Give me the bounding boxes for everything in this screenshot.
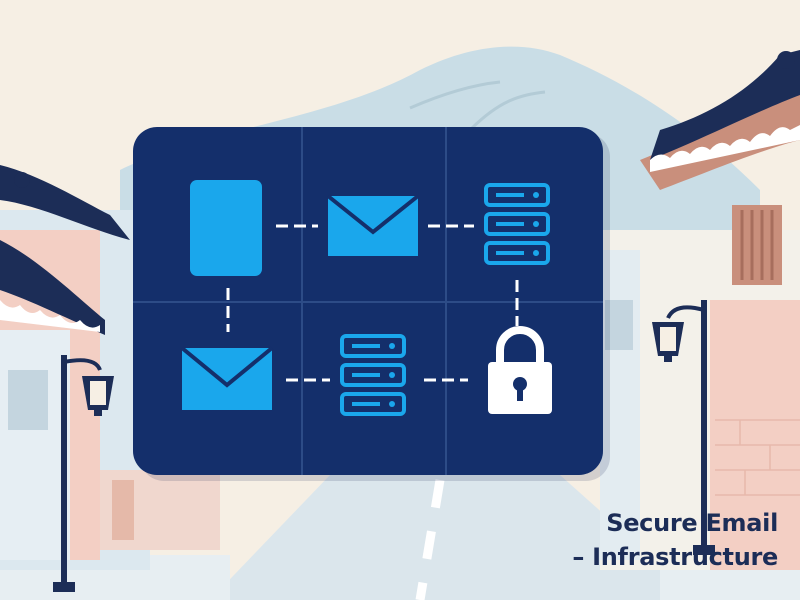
mountain-ridge [468,90,546,132]
server-icon [484,183,550,265]
left-building-front [0,330,70,560]
caption: Secure Email – Infrastructure [528,506,778,574]
padlock-icon [488,326,552,414]
envelope-icon [180,346,274,410]
left-roof-tiles [0,300,100,332]
right-window [605,300,633,350]
connector-lines [226,224,519,382]
left-roof-upper [0,165,130,240]
right-window-bars [740,210,774,280]
mountain-ridge [409,80,501,110]
panel-grid [133,127,603,475]
envelope-icon [326,194,420,256]
left-roof-ornament [14,172,30,188]
brick-wall [715,419,800,496]
server-icon [340,334,406,416]
left-window [8,370,48,430]
road [210,475,700,600]
right-wooden-window [732,205,782,285]
right-roof-tiles [650,125,800,172]
left-roof-lower [0,240,105,335]
caption-line-1: Secure Email [606,509,778,537]
right-building-pink [710,300,800,570]
left-doorway [112,480,134,540]
right-roof-ornament [777,51,795,69]
right-roof-top [650,50,800,160]
street-lamp-right [652,300,715,555]
phone-icon [190,180,262,276]
road-line [415,479,445,600]
street-lamp-left [53,355,114,592]
caption-line-2: – Infrastructure [572,543,778,571]
